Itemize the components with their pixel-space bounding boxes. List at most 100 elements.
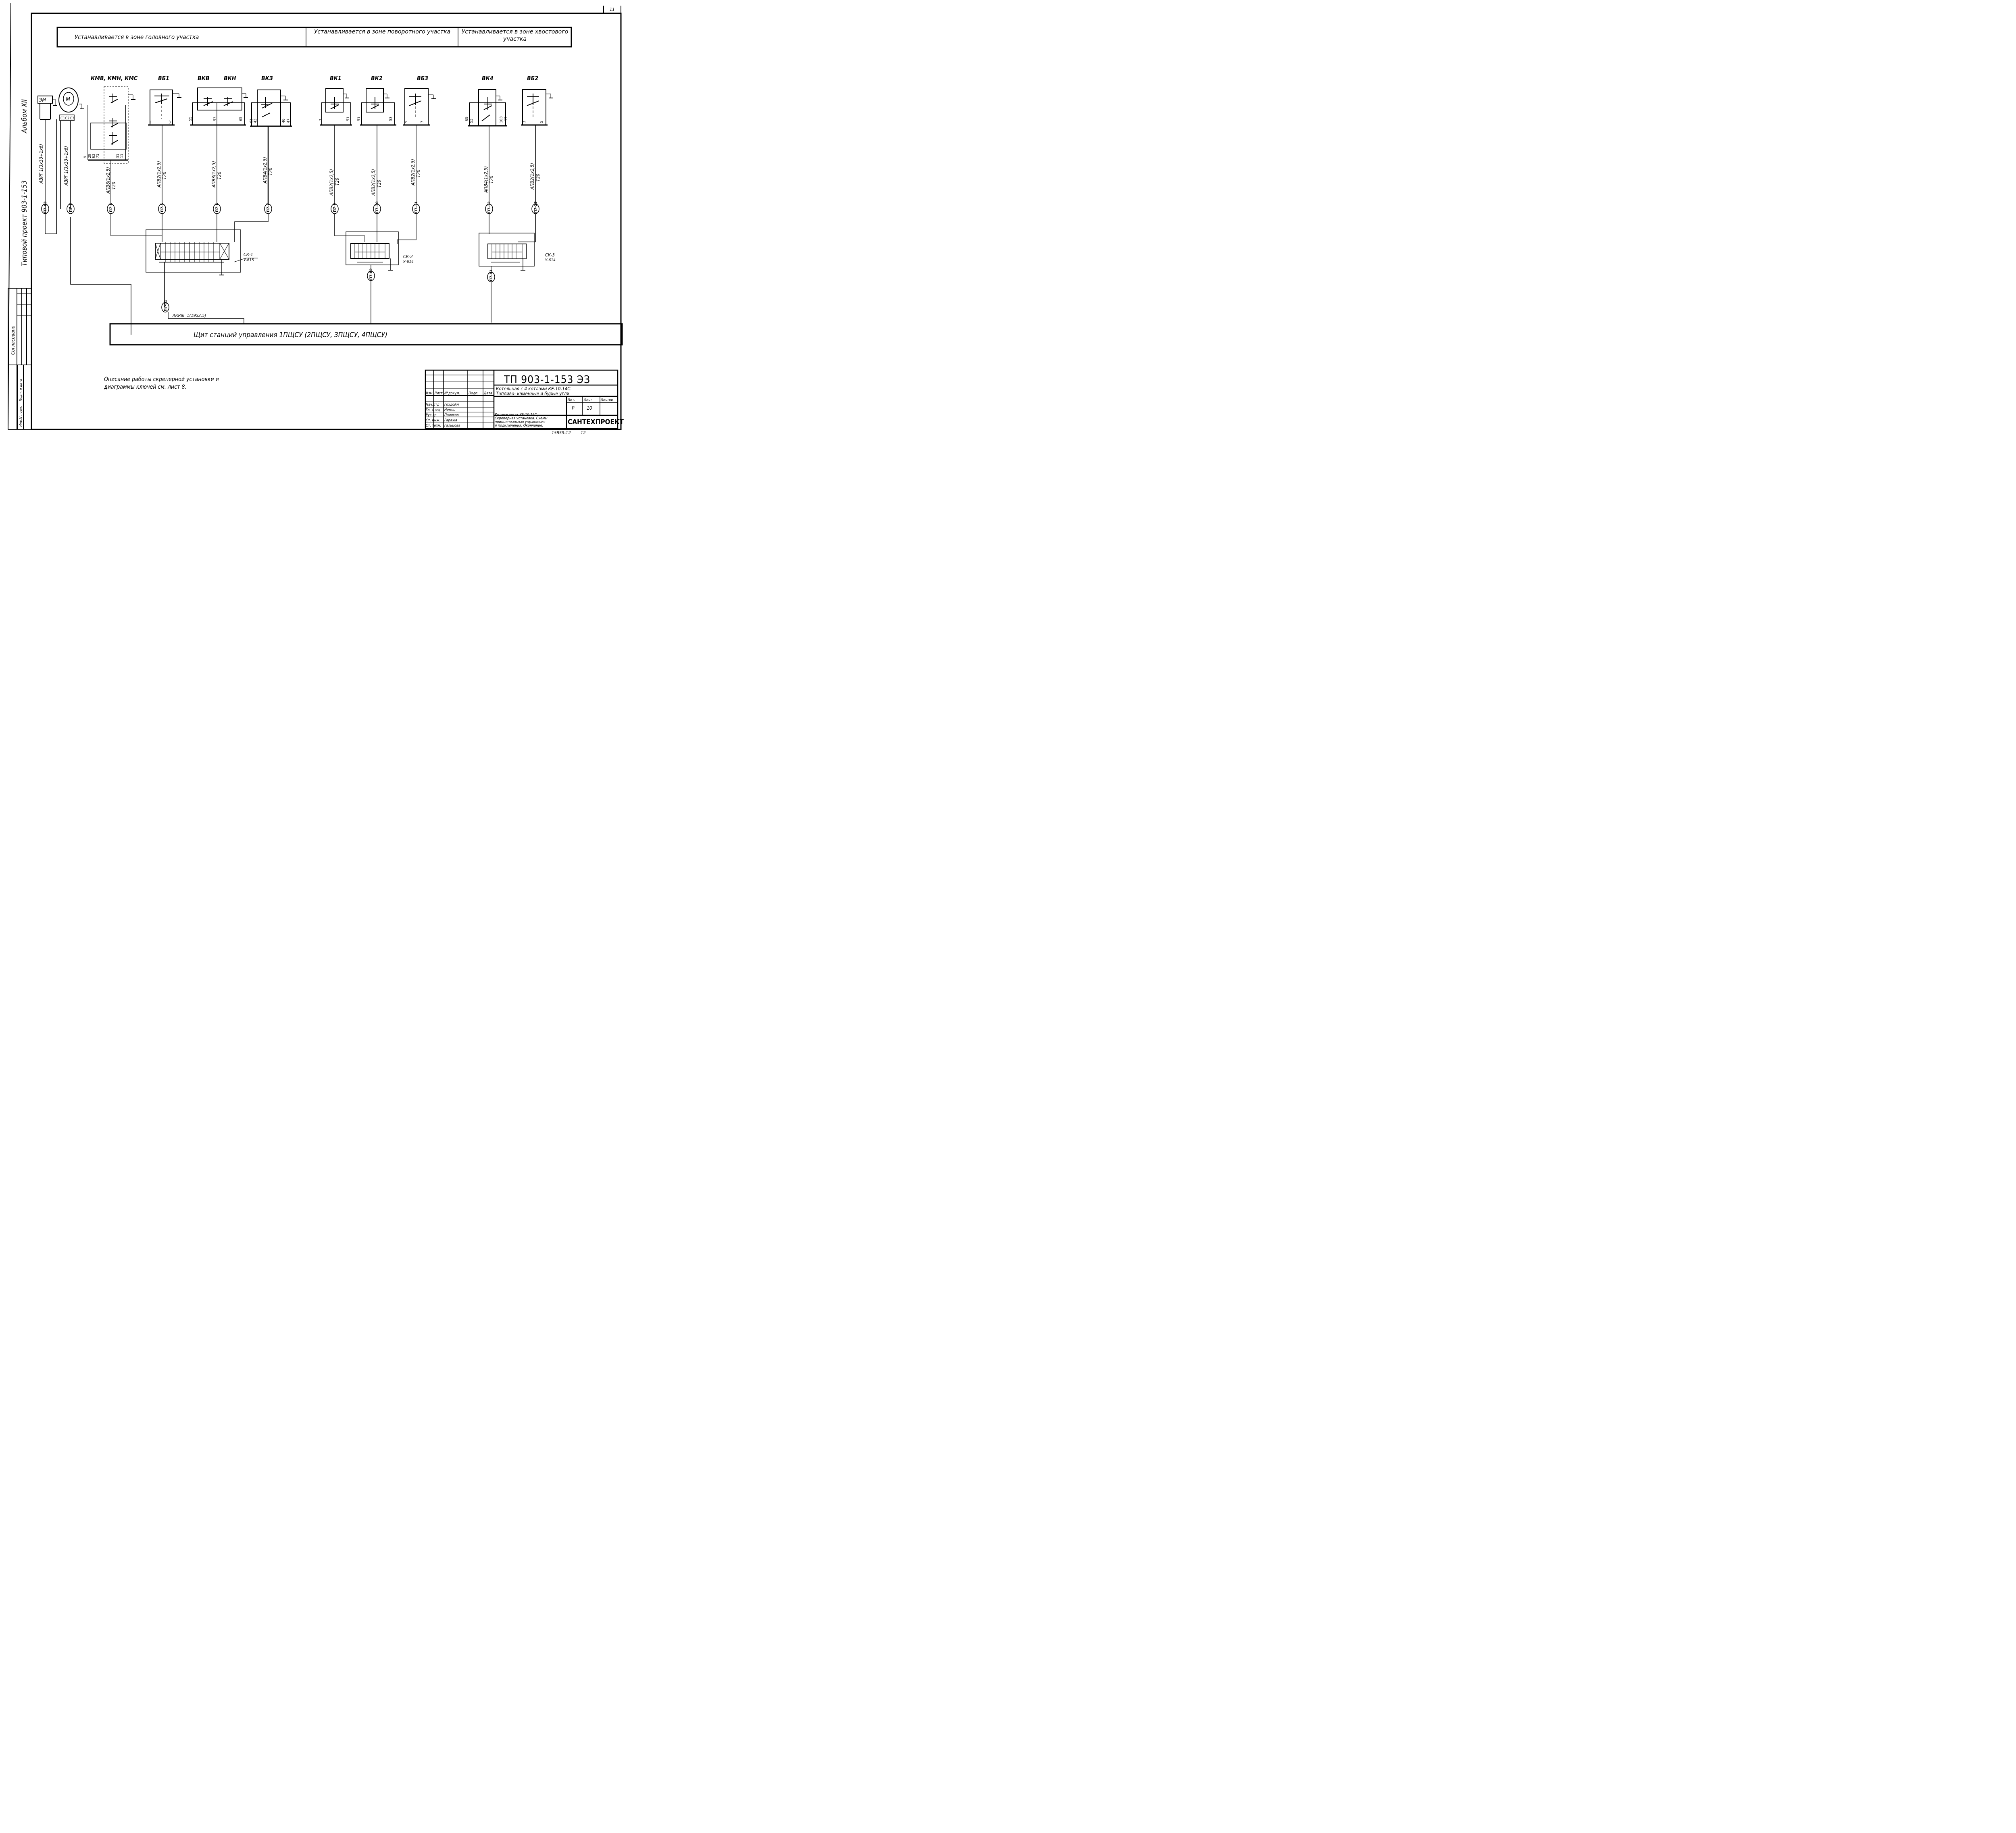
switch-vb2: 3 5: [518, 89, 553, 242]
switch-vk2: 51 53: [357, 88, 396, 242]
note-line-2: диаграммы ключей см. лист 8.: [104, 384, 186, 390]
name-2: Поляков: [444, 413, 459, 417]
device-label-vkv: ВКВ: [198, 75, 210, 82]
electromagnet-em: ЭМ: [37, 96, 57, 234]
lit-label: Лит.: [567, 398, 575, 402]
contactor-block-kmv: 9 29 63 71 31 11: [83, 86, 162, 236]
cable-conduit-vk2: Т20: [376, 179, 382, 187]
archive-number: 15859-12: [552, 430, 571, 435]
device-label-kmv: КМВ, КМН, КМС: [91, 75, 138, 82]
sk2-name: СК-2: [403, 254, 413, 259]
svg-text:П7-13: П7-13: [534, 202, 538, 213]
role-2: Рук.гр.: [426, 413, 437, 417]
svg-text:29: 29: [88, 154, 92, 158]
cable-tag-p7-4: П7-4: [107, 203, 115, 214]
corner-box: [603, 6, 621, 14]
cable-tag-p7-13: П7-13: [531, 202, 539, 214]
margin-line: [8, 3, 11, 430]
svg-text:П7-83: П7-83: [489, 270, 494, 281]
sk2-type: У-614: [403, 260, 414, 264]
cable-label-vk2: АПВ2(1х2,5): [371, 169, 376, 196]
svg-text:69: 69: [465, 117, 469, 121]
svg-text:С2: С2: [65, 117, 69, 121]
svg-text:П7-6: П7-6: [215, 203, 219, 212]
svg-text:1: 1: [149, 121, 151, 125]
svg-text:53: 53: [213, 117, 217, 121]
cable-tag-p7-6: П7-6: [213, 203, 221, 214]
approved-label: Согласовано: [10, 325, 16, 355]
device-label-vb3: ВБ3: [417, 75, 428, 82]
device-label-vk4: ВК4: [482, 75, 494, 82]
device-label-vkz: ВКЗ: [261, 75, 273, 82]
cable-tag-p7-03: П7-03: [41, 202, 49, 214]
role-4: Ст. техн.: [426, 424, 441, 428]
organization: САНТЕХПРОЕКТ: [568, 418, 624, 426]
svg-text:7: 7: [421, 121, 425, 123]
lit-value: Р: [572, 405, 575, 411]
sheet-value: 10: [587, 405, 592, 411]
sheet-label: Лист: [583, 398, 592, 402]
control-panel-box: [109, 323, 623, 346]
cable-conduit-vb1: Т20: [162, 171, 167, 179]
svg-text:П7-11: П7-11: [414, 202, 419, 213]
svg-text:53: 53: [470, 119, 474, 123]
svg-text:43: 43: [254, 119, 258, 123]
svg-text:103: 103: [500, 117, 504, 123]
role-3: Ст. инж.: [426, 419, 440, 423]
cable-label-vkv: АПВ3(1х2,5): [211, 161, 217, 188]
device-label-vkn: ВКН: [224, 75, 236, 82]
doc-code: ТП 903-1-153 ЭЗ: [504, 374, 590, 386]
inv-label: Инв.N подл.: [19, 406, 23, 427]
svg-text:63: 63: [92, 154, 96, 158]
svg-text:5: 5: [540, 121, 544, 123]
sign-date-label: Подп. и дата: [19, 379, 23, 401]
device-label-vk2: ВК2: [371, 75, 383, 82]
svg-text:П7-82: П7-82: [369, 269, 373, 280]
cable-label-kmv: АПВ6(1х2,5): [105, 167, 111, 194]
cable-tag-p7-7: П7-7: [264, 203, 272, 214]
cable-conduit-kmv: Т20: [111, 181, 117, 190]
cable-conduit-vk1: Т20: [334, 177, 340, 185]
cable-tag-p7-12: П7-12: [485, 202, 493, 214]
cable-label-em: АВРГ 1(3х10+1х6): [38, 144, 44, 184]
name-4: Гальцова: [444, 424, 460, 428]
sk3-type: У-614: [545, 258, 556, 262]
zone-tail-label: Устанавливается в зоне хвостового участк…: [461, 29, 569, 42]
control-panel-label: Щит станций управления 1ПЩСУ (2ПЩСУ, 3ПЩ…: [194, 331, 387, 339]
svg-text:С1: С1: [60, 117, 65, 121]
margin-stamp: Согласовано Инв.N подл. Подп. и дата: [8, 288, 32, 430]
svg-text:7: 7: [319, 119, 323, 121]
svg-text:M: M: [66, 96, 70, 103]
zone-header-table: [56, 27, 572, 48]
device-label-vb2: ВБ2: [527, 75, 538, 82]
zone-head-label: Устанавливается в зоне головного участка: [75, 33, 199, 41]
svg-text:П7-3: П7-3: [69, 203, 73, 212]
cable-tag-p7-5: П7-5: [158, 203, 166, 214]
sheet-title-1: Котлоагрегат КЕ-10-14С.: [495, 413, 538, 417]
role-1: Гл. спец: [426, 408, 440, 412]
junction-box-sk2: СК-2 У-614: [346, 231, 414, 323]
sheet-title-2: Скреперная установка. Схемы: [495, 417, 548, 421]
junction-box-sk1: СК-1 У-615: [146, 229, 258, 306]
cable-conduit-vk4: Т20: [489, 175, 494, 183]
tb-header-doc: N°докум.: [444, 392, 460, 396]
drawing-frame: [31, 12, 622, 430]
schematic-sheet: 11 Типовой проект 903-1-153 Альбом XII С…: [8, 3, 624, 435]
cable-tag-p7-10: П7-10: [373, 202, 381, 214]
svg-text:55: 55: [189, 117, 193, 121]
object-line-2: Топливо- каменные и бурые угли.: [496, 391, 571, 396]
cable-conduit-vb3: Т20: [416, 169, 421, 177]
sheet-title-3: принципиальная управления: [495, 420, 546, 424]
album-label: Альбом XII: [21, 99, 29, 133]
cable-tag-p7-9: П7-9: [331, 203, 339, 214]
svg-text:П7-10: П7-10: [375, 202, 379, 213]
role-0: Нач.отд: [426, 403, 439, 407]
svg-text:П7-4: П7-4: [109, 203, 113, 212]
cable-label-vb1: АПВ2(1х2,5): [156, 161, 162, 188]
name-0: Гохдойм: [444, 403, 459, 407]
switch-vkz: 61 43 46 47: [234, 90, 292, 242]
svg-text:71: 71: [96, 154, 100, 158]
svg-text:П7-12: П7-12: [487, 202, 492, 213]
